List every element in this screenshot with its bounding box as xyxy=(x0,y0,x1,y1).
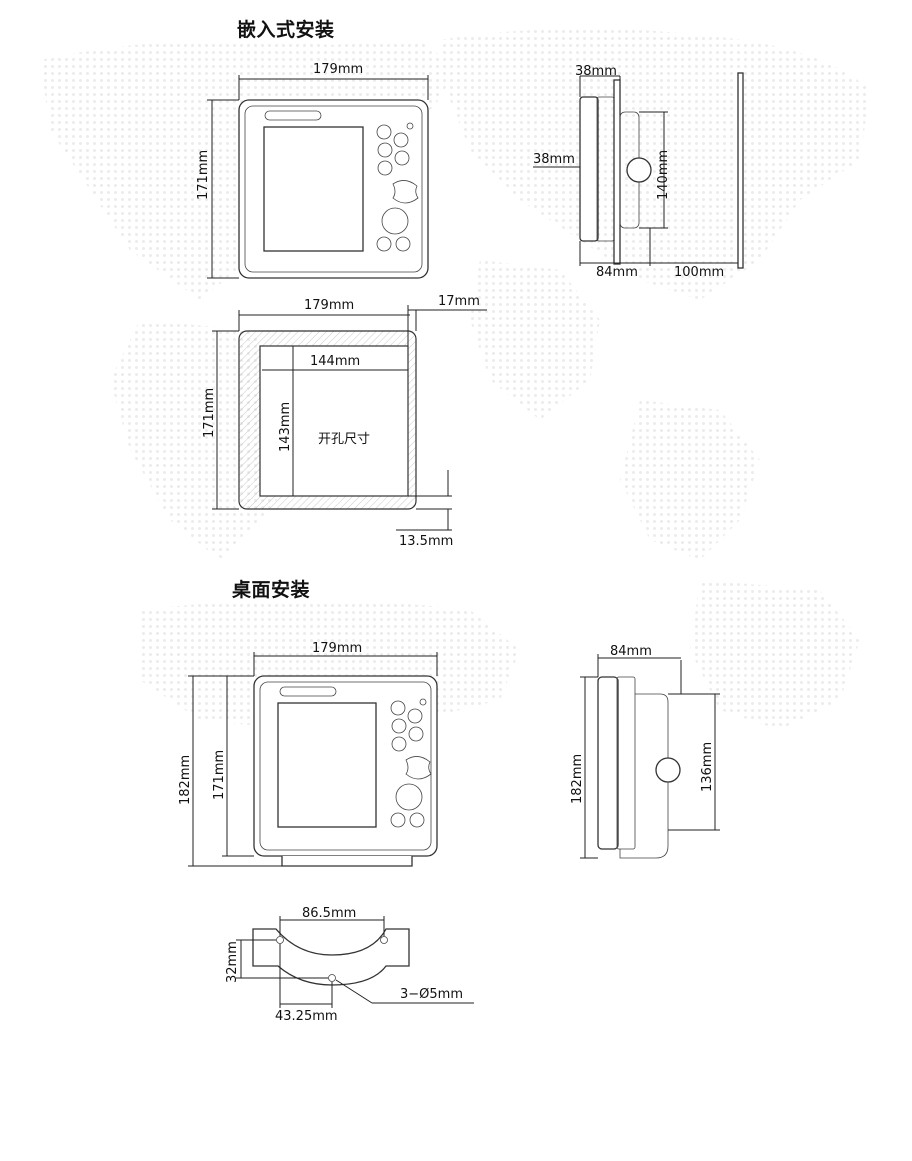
desk-front-width-label: 179mm xyxy=(312,641,362,656)
bracket-view xyxy=(236,916,474,1008)
mount-hole xyxy=(328,974,336,982)
flush-side-height-label: 140mm xyxy=(656,150,671,200)
flush-side-top-depth-label: 38mm xyxy=(575,64,617,79)
desk-side-depth-label: 84mm xyxy=(610,644,652,659)
cutout-view xyxy=(212,305,487,531)
desktop-mount-title: 桌面安装 xyxy=(232,579,311,601)
cutout-inner-height-label: 143mm xyxy=(278,402,293,452)
desk-front-total-height-label: 182mm xyxy=(178,755,193,805)
desk-front-view xyxy=(188,652,438,867)
bracket-height-label: 32mm xyxy=(225,941,240,983)
flush-mount-title: 嵌入式安装 xyxy=(237,19,335,41)
bracket-half-width-label: 43.25mm xyxy=(275,1009,338,1024)
flush-side-bracket-offset-label: 38mm xyxy=(533,152,575,167)
cutout-bottom-margin-label: 13.5mm xyxy=(399,534,453,549)
cutout-height-label: 171mm xyxy=(202,388,217,438)
cutout-inner-width-label: 144mm xyxy=(310,354,360,369)
flush-side-view xyxy=(533,72,744,269)
flush-front-view xyxy=(207,75,429,279)
cutout-width-label: 179mm xyxy=(304,298,354,313)
cutout-margin-label: 17mm xyxy=(438,294,480,309)
desk-front-height-label: 171mm xyxy=(212,750,227,800)
desk-side-bracket-height-label: 136mm xyxy=(700,742,715,792)
mount-hole xyxy=(276,936,284,944)
flush-front-height-label: 171mm xyxy=(196,150,211,200)
desk-side-total-height-label: 182mm xyxy=(570,754,585,804)
bracket-holes-label: 3−Ø5mm xyxy=(400,987,463,1002)
bracket-width-label: 86.5mm xyxy=(302,906,356,921)
flush-side-depth-label: 84mm xyxy=(596,265,638,280)
desk-side-view xyxy=(580,654,720,859)
flush-front-width-label: 179mm xyxy=(313,62,363,77)
cutout-size-label: 开孔尺寸 xyxy=(318,432,370,447)
world-map-background xyxy=(40,28,870,730)
mount-hole xyxy=(380,936,388,944)
flush-side-clearance-label: 100mm xyxy=(674,265,724,280)
